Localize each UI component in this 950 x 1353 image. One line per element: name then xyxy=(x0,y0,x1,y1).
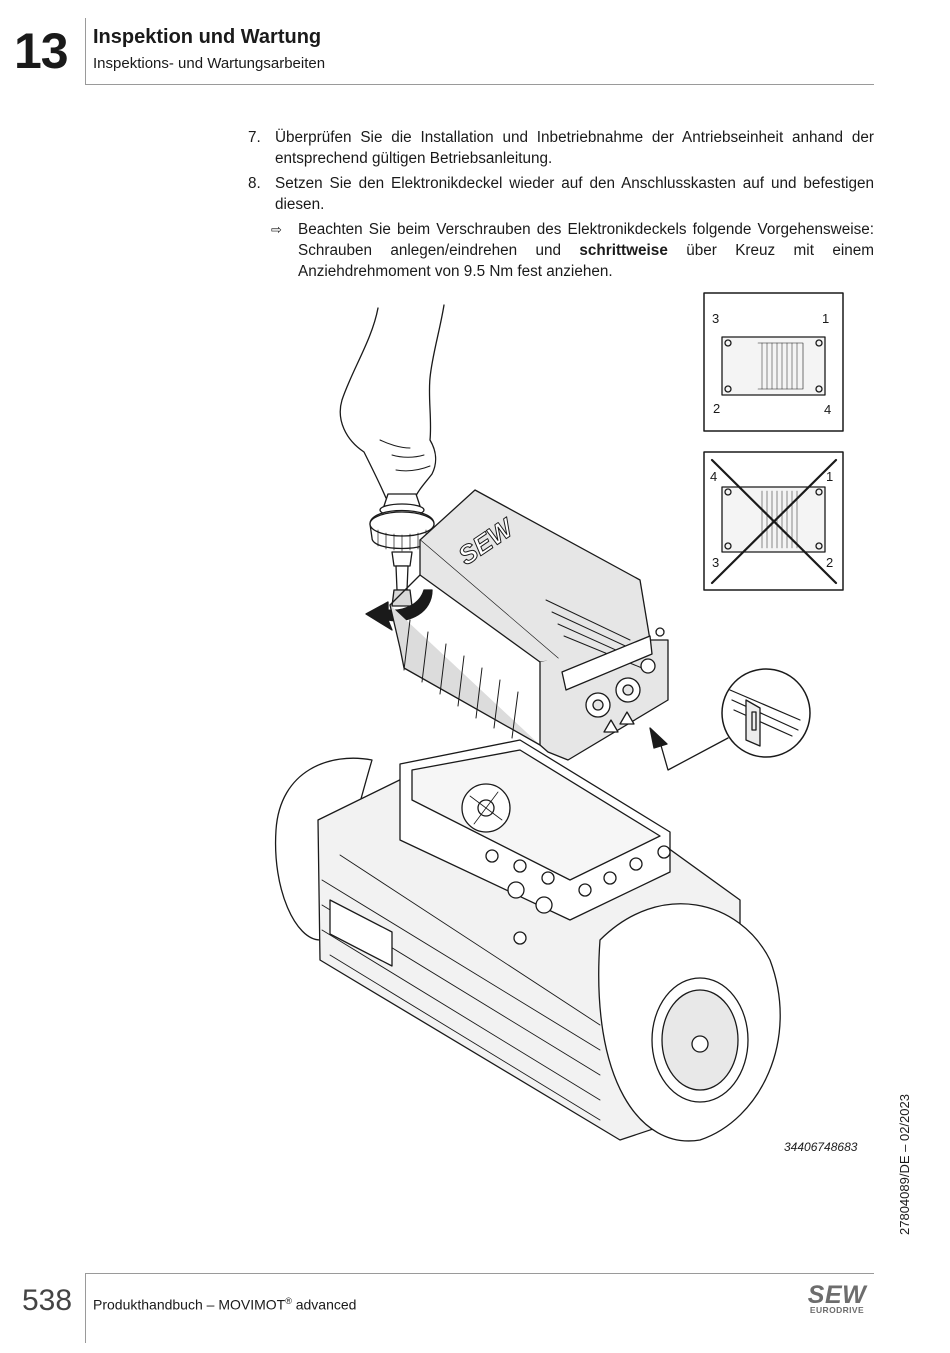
assembly-illustration: SEW xyxy=(274,292,844,1142)
sew-eurodrive-logo: SEW EURODRIVE xyxy=(800,1281,874,1315)
correct-order-label-1: 1 xyxy=(822,311,829,326)
chapter-number: 13 xyxy=(14,23,69,79)
note-bold-text: schrittweise xyxy=(579,242,668,259)
header-divider xyxy=(85,18,86,84)
document-revision-id: 27804089/DE – 02/2023 xyxy=(897,1094,912,1235)
footer-rule xyxy=(85,1273,874,1274)
hand-illustration xyxy=(339,304,445,501)
instruction-list: 7. Überprüfen Sie die Installation und I… xyxy=(248,127,874,282)
footer-divider xyxy=(85,1273,86,1343)
wrong-order-label-3: 3 xyxy=(712,555,719,570)
note: ⇨ Beachten Sie beim Verschrauben des Ele… xyxy=(248,219,874,282)
wrong-order-label-4: 4 xyxy=(710,469,717,484)
electronics-cover xyxy=(389,489,669,761)
wrong-order-label-2: 2 xyxy=(826,555,833,570)
motor-illustration xyxy=(274,739,781,1142)
step-text: Setzen Sie den Elektronikdeckel wieder a… xyxy=(275,175,874,213)
correct-order-label-4: 4 xyxy=(824,402,831,417)
correct-order-label-2: 2 xyxy=(713,401,720,416)
note-text-before: Beachten Sie beim Verschrauben des Elekt… xyxy=(298,221,874,259)
arrow-right-icon: ⇨ xyxy=(271,222,282,237)
step-text: Überprüfen Sie die Installation und Inbe… xyxy=(275,129,874,167)
logo-main-text: SEW xyxy=(807,1281,867,1309)
footer-title-suffix: advanced xyxy=(291,1296,357,1313)
rotation-arrow-icon xyxy=(365,589,433,631)
step-7: 7. Überprüfen Sie die Installation und I… xyxy=(248,127,874,169)
correct-tightening-diagram xyxy=(703,292,844,432)
page-number: 538 xyxy=(22,1284,73,1317)
detail-magnifier xyxy=(721,668,811,758)
registered-mark: ® xyxy=(285,1296,292,1306)
chapter-title: Inspektion und Wartung xyxy=(93,26,322,48)
pointer-arrow xyxy=(659,737,729,771)
chapter-subtitle: Inspektions- und Wartungsarbeiten xyxy=(93,55,326,72)
header-rule xyxy=(85,84,874,85)
screwdriver-illustration xyxy=(369,493,435,607)
logo-sub-text: EURODRIVE xyxy=(809,1305,865,1315)
footer-title-text: Produkthandbuch – MOVIMOT xyxy=(93,1296,286,1313)
note-text-after: über Kreuz mit einem Anziehdrehmoment vo… xyxy=(298,242,874,280)
step-number: 8. xyxy=(248,175,261,192)
wrong-tightening-diagram xyxy=(703,451,844,591)
footer-document-title: Produkthandbuch – MOVIMOT® advanced xyxy=(93,1296,356,1313)
correct-order-label-3: 3 xyxy=(712,311,719,326)
step-8: 8. Setzen Sie den Elektronikdeckel wiede… xyxy=(248,173,874,215)
step-number: 7. xyxy=(248,129,261,146)
figure-id: 34406748683 xyxy=(784,1140,858,1154)
wrong-order-label-1: 1 xyxy=(826,469,833,484)
